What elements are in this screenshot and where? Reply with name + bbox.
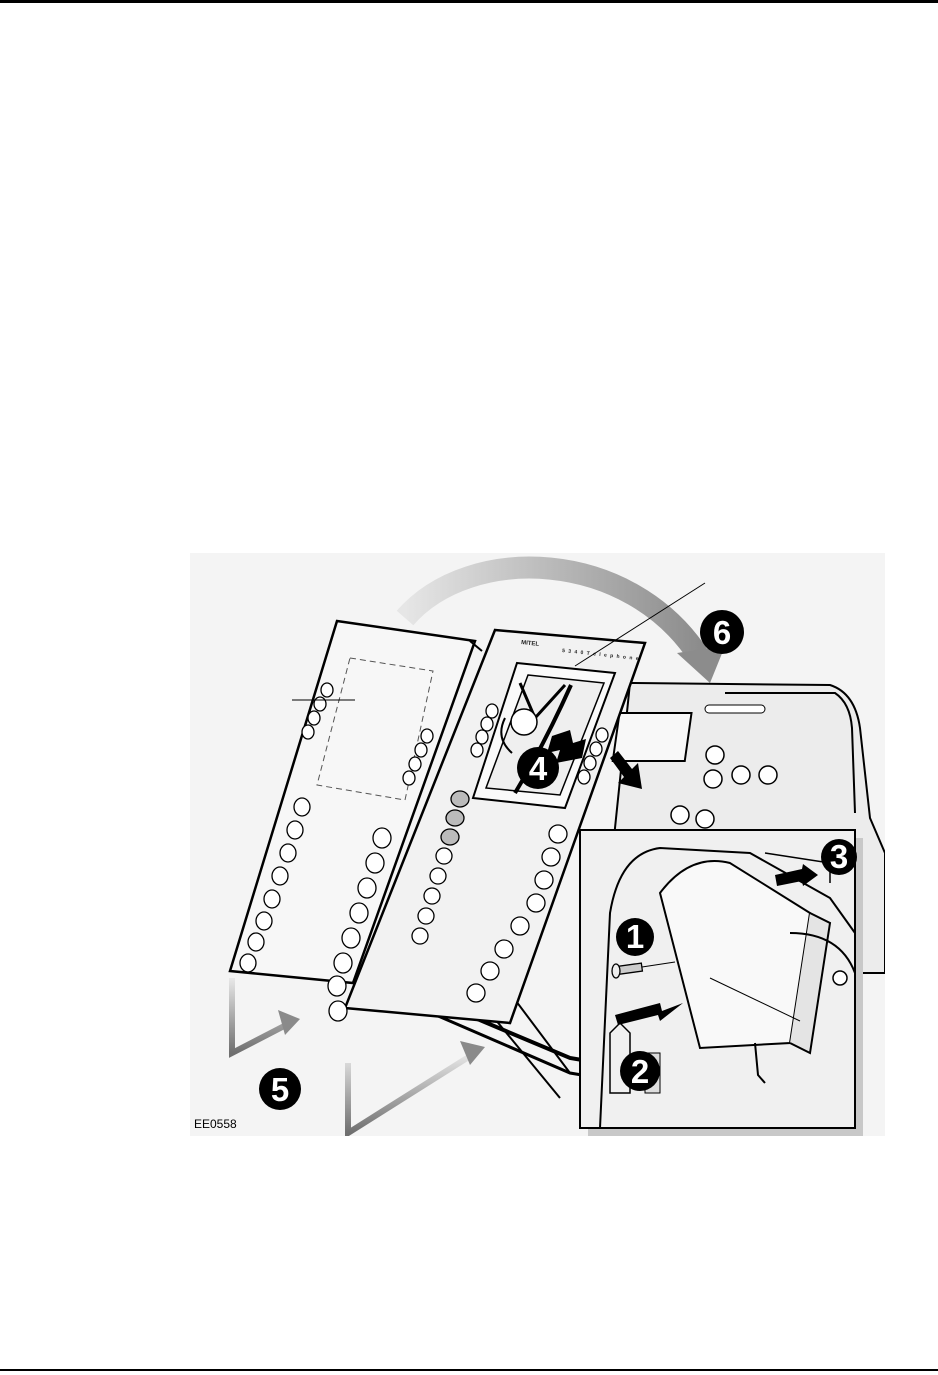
step-1-badge: 1 — [616, 918, 654, 956]
step-5-badge: 5 — [259, 1068, 301, 1110]
svg-text:2: 2 — [631, 1053, 649, 1090]
figure-id-label: EE0558 — [194, 1117, 237, 1131]
svg-text:3: 3 — [830, 838, 848, 875]
header-rule — [0, 0, 938, 3]
svg-text:4: 4 — [529, 750, 548, 787]
step-6-badge: 6 — [700, 610, 744, 654]
installation-figure: MITEL 5 3 4 0 T e l e p h o n e — [190, 553, 885, 1136]
footer-rule — [0, 1369, 938, 1371]
step-4-badge: 4 — [517, 747, 559, 789]
step-2-badge: 2 — [620, 1051, 660, 1091]
detail-inset — [580, 830, 863, 1136]
svg-text:5: 5 — [271, 1071, 289, 1108]
svg-text:6: 6 — [713, 614, 731, 651]
svg-text:1: 1 — [626, 918, 644, 955]
